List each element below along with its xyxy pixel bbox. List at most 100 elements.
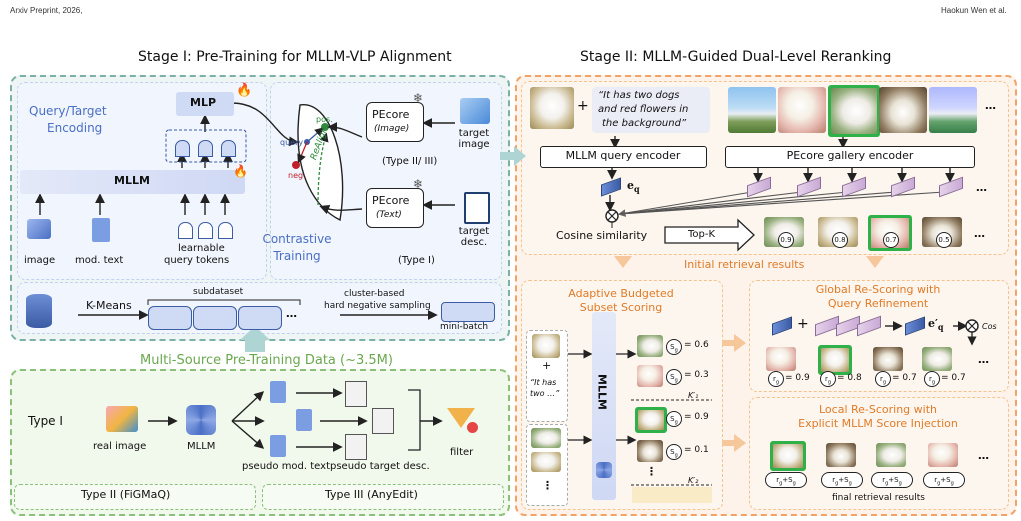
subset-ellipsis: ⋮ [646, 465, 657, 478]
gallery-image [929, 87, 977, 133]
fire-icon: 🔥 [233, 164, 248, 178]
retrieval-ellipsis: … [974, 227, 985, 240]
small-query-line1: “It has [530, 378, 557, 387]
combined-score-badge: rg+Sg [871, 472, 913, 488]
subset-score: = 0.9 [684, 412, 709, 422]
query-text-line1: “It has two dogs [598, 90, 680, 101]
adaptive-line1: Adaptive Budgeted [568, 287, 674, 300]
filter-label: filter [450, 447, 474, 458]
small-query-image [532, 334, 560, 358]
query-plus: + [577, 98, 589, 114]
mllm-vertical-label: MLLM [595, 374, 609, 410]
subset-image [637, 365, 663, 387]
embedding-ellipsis: … [976, 181, 987, 194]
stage2-title: Stage II: MLLM-Guided Dual-Level Reranki… [580, 49, 892, 65]
contrastive-line1: Contrastive [262, 232, 332, 246]
pseudo-mod-text-label: pseudo mod. text [242, 461, 330, 472]
target-desc-line2: desc. [460, 237, 488, 248]
text-document-icon [92, 218, 110, 242]
mllm-scorer-bar: MLLM [592, 312, 616, 500]
input-image-label: image [24, 255, 56, 266]
type3-label: Type III (AnyEdit) [325, 488, 418, 501]
final-image [928, 443, 958, 467]
global-plus: + [797, 316, 809, 332]
combined-score-badge: rg+Sg [821, 472, 863, 488]
target-image-line2: image [458, 139, 490, 150]
minibatch-icon [441, 302, 495, 322]
rg-badge: rg [924, 371, 940, 387]
learnable-token-icon [178, 222, 193, 239]
subset-image-target [635, 407, 667, 433]
frozen-snowflake-icon: ❄ [413, 91, 424, 105]
data-title: Multi-Source Pre-Training Data (~3.5M) [140, 353, 393, 368]
query-text-line2: and red flowers in [598, 104, 689, 115]
cos-label: Cos [982, 322, 997, 331]
pseudo-desc-icon [372, 408, 394, 434]
learnable-token-icon [198, 222, 213, 239]
kmeans-label: K-Means [86, 299, 132, 312]
eq-label: eq [627, 179, 640, 195]
encoding-title-line2: Encoding [47, 121, 103, 135]
local-line2: Explicit MLLM Score Injection [798, 417, 958, 430]
final-ellipsis: … [978, 449, 989, 462]
subdataset-ellipsis: … [286, 307, 297, 320]
fire-icon: 🔥 [236, 83, 253, 98]
encoding-title-line1: Query/Target [29, 104, 107, 118]
topk-label: Top-K [688, 229, 716, 240]
mlp-box: MLP [176, 92, 234, 116]
global-rescored-image [766, 347, 796, 371]
rg-badge: rg [768, 371, 784, 387]
mllm-label: MLLM [114, 174, 150, 187]
pseudo-text-icon [270, 381, 286, 403]
eq-prime-label: e′q [928, 317, 944, 333]
cosine-label: Cosine similarity [556, 229, 648, 242]
global-line2: Query Refinement [827, 297, 929, 310]
subset-score: = 0.3 [684, 370, 709, 380]
retrieval-score: 0.7 [883, 232, 899, 248]
type2-box: Type II (FiGMaQ) [14, 484, 256, 510]
small-query-line2: two …” [530, 389, 560, 398]
subset-score: = 0.1 [684, 445, 709, 455]
sg-badge: Sg [666, 444, 682, 460]
input-tokens-line2: query tokens [164, 255, 230, 266]
gallery-image [728, 87, 776, 133]
query-token-out [175, 140, 190, 157]
target-desc-icon [464, 192, 490, 224]
query-text-bubble: “It has two dogs and red flowers in the … [592, 87, 710, 133]
k2-label: K′₂ [688, 476, 699, 485]
gallery-image [879, 87, 927, 133]
target-image-line1: target [458, 128, 490, 139]
global-score: = 0.7 [892, 373, 917, 383]
pseudo-target-desc-label: pseudo target desc. [330, 461, 430, 472]
global-rescored-image-target [818, 345, 852, 375]
database-icon [26, 294, 52, 328]
pecore-text-line1: PEcore [372, 194, 410, 207]
sg-badge: Sg [666, 411, 682, 427]
query-token-out [198, 140, 213, 157]
sg-badge: Sg [666, 369, 682, 385]
global-line1: Global Re-Scoring with [815, 283, 941, 296]
query-image [530, 87, 574, 129]
query-label: query [280, 138, 304, 147]
header-right: Haokun Wen et al. [941, 6, 1007, 15]
sampling-line1: cluster-based [344, 289, 405, 299]
cluster-triangles-icon [238, 306, 282, 330]
global-rescored-image [873, 347, 903, 371]
type3-box: Type III (AnyEdit) [262, 484, 504, 510]
pseudo-text-icon [296, 409, 312, 431]
retrieval-score: 0.9 [778, 232, 794, 248]
real-image-icon [106, 406, 138, 432]
retrieval-score: 0.5 [936, 232, 952, 248]
combined-score-badge: rg+Sg [923, 472, 965, 488]
neg-label: neg. [288, 171, 306, 180]
pseudo-text-icon [270, 435, 286, 457]
type1-label: (Type I) [398, 255, 435, 266]
image-icon [27, 219, 51, 239]
target-desc-line1: target [458, 226, 490, 237]
query-encoder-box: MLLM query encoder [540, 146, 707, 168]
global-score: = 0.7 [941, 373, 966, 383]
final-image [876, 443, 906, 467]
gallery-encoder-label: PEcore gallery encoder [786, 149, 914, 162]
k1-label: K′₁ [688, 391, 699, 400]
